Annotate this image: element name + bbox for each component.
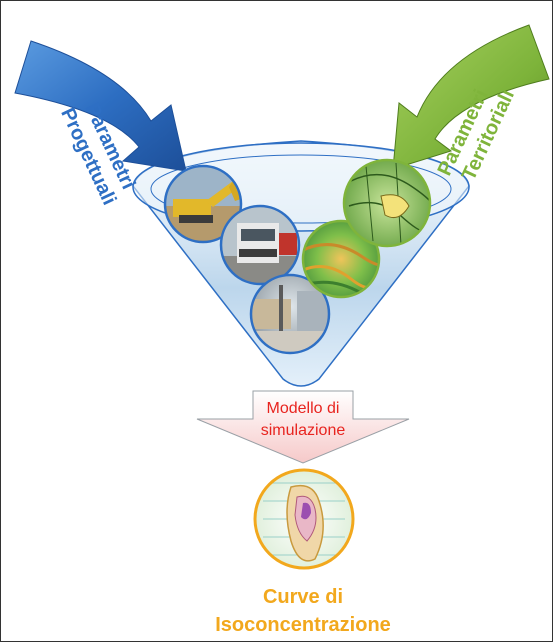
truck-photo (219, 204, 301, 286)
model-box (196, 390, 410, 464)
output-label-line1: Curve di (263, 586, 343, 608)
regional-map-photo (342, 158, 432, 248)
output-label-line2: Isoconcentrazione (215, 614, 391, 636)
right-input-arrow (392, 24, 550, 170)
left-input-arrow (14, 40, 187, 172)
isoconcentration-map-photo (253, 468, 355, 570)
model-label-line1: Modello di (267, 400, 340, 417)
terrain-map-photo (301, 219, 381, 299)
model-label-line2: simulazione (261, 422, 346, 439)
